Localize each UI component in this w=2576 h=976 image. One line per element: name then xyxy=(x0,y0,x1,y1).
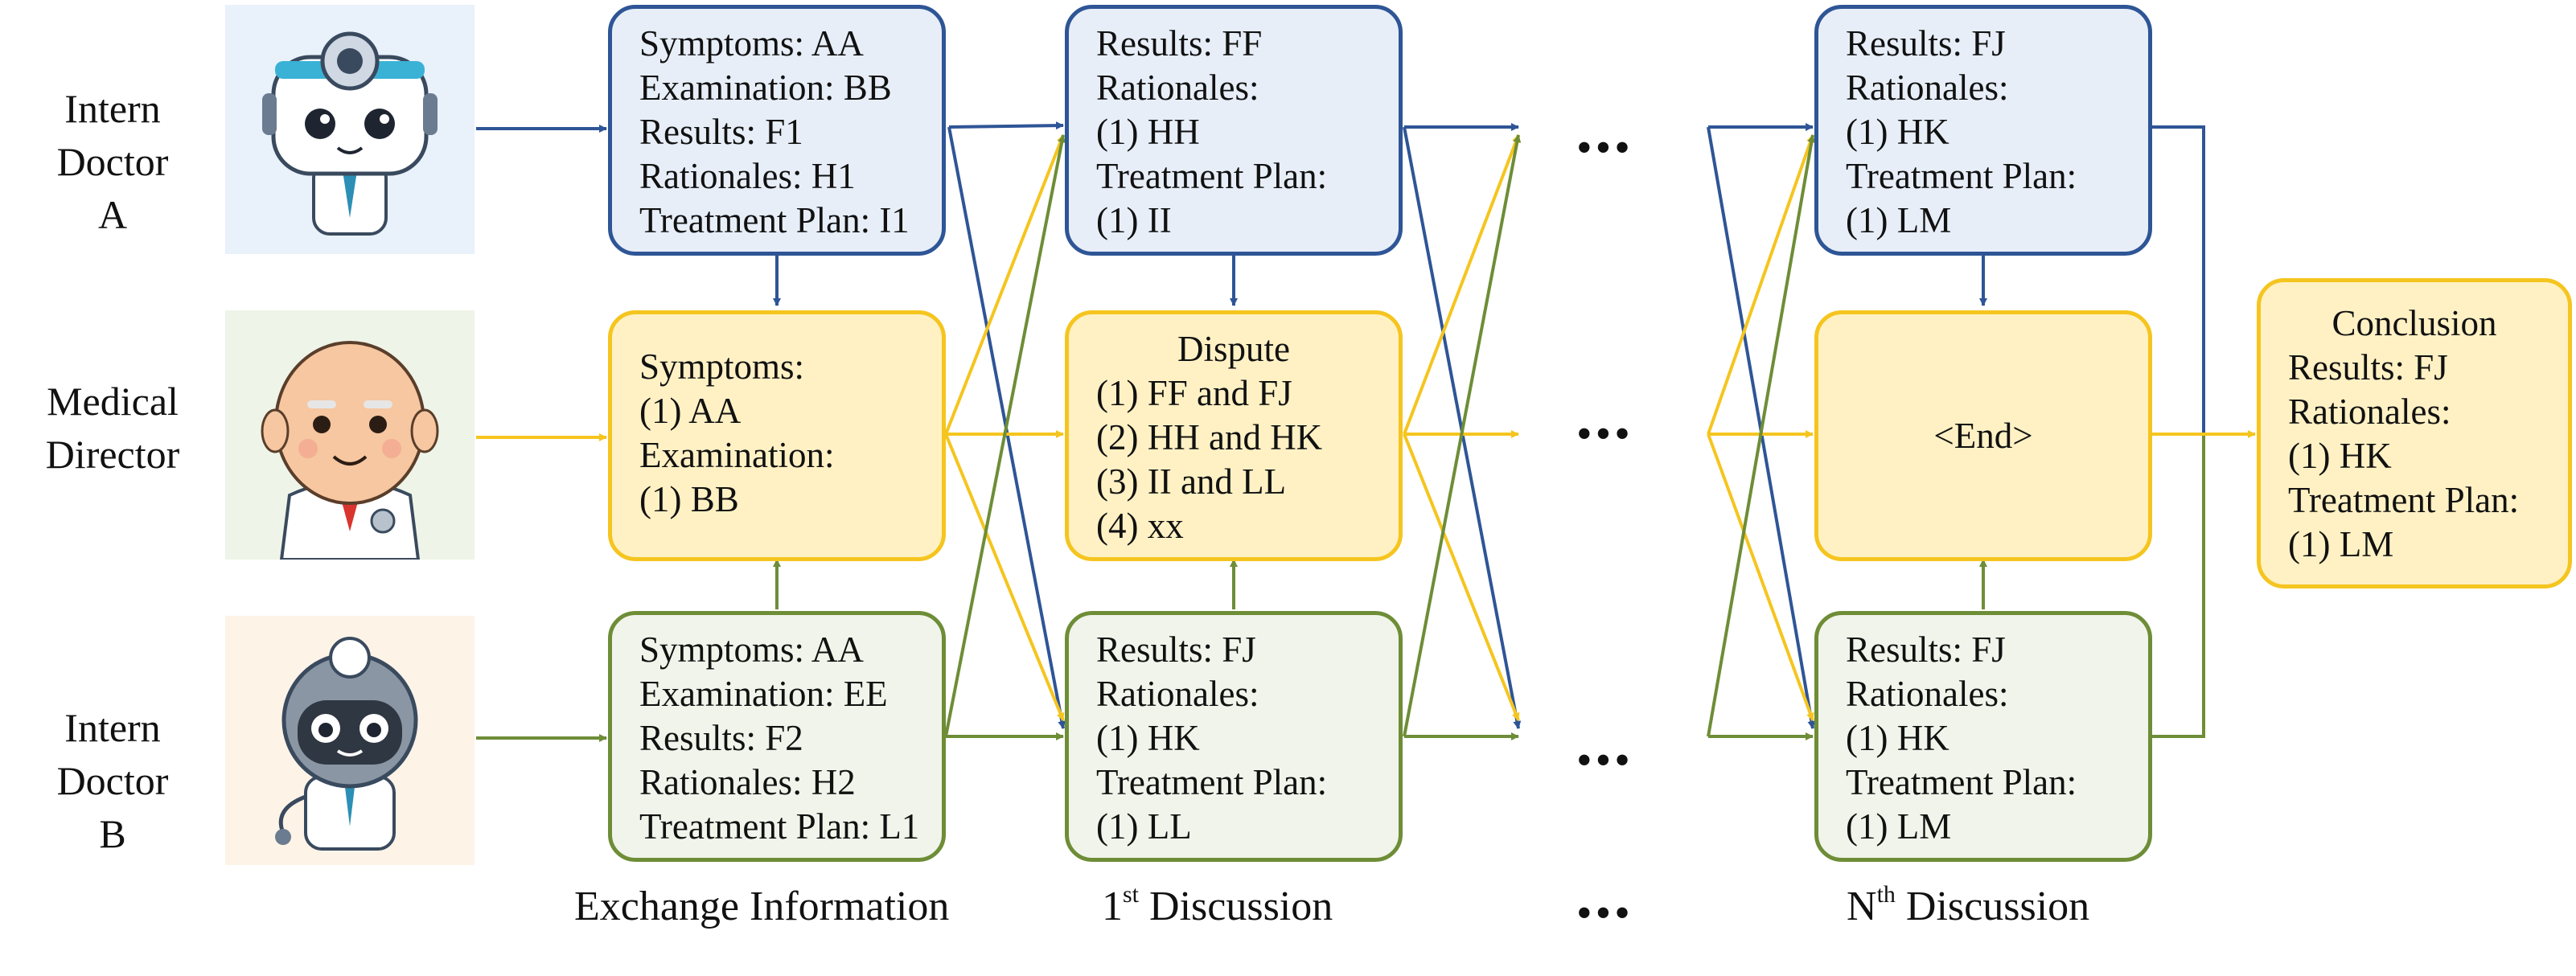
box-line: Symptoms: AA xyxy=(639,23,864,64)
box-line: Treatment Plan: xyxy=(1096,156,1328,196)
box-line: (3) II and LL xyxy=(1096,461,1287,502)
box-line: Treatment Plan: xyxy=(1846,156,2077,196)
box-line: Treatment Plan: L1 xyxy=(639,806,920,847)
box-line: (1) HH xyxy=(1096,112,1200,152)
box-line: Examination: BB xyxy=(639,68,892,108)
box-line: (1) HK xyxy=(1096,718,1200,758)
box-line: Treatment Plan: xyxy=(2288,480,2520,520)
box-line: Results: FJ xyxy=(2288,347,2448,388)
box-line: (1) FF and FJ xyxy=(1096,373,1292,413)
box-line: (1) II xyxy=(1096,200,1172,240)
box-line: Results: FJ xyxy=(1096,629,1256,670)
end-label: <End> xyxy=(1933,415,2033,456)
box-line: Rationales: xyxy=(2288,392,2451,432)
box-line: Rationales: H1 xyxy=(639,156,856,196)
conclusion-title: Conclusion xyxy=(2332,303,2497,343)
box-line: Treatment Plan: xyxy=(1096,762,1328,802)
conclusion-box: Conclusion Results: FJ Rationales: (1) H… xyxy=(2257,278,2572,588)
box-line: Results: F2 xyxy=(639,718,803,758)
ellipsis-top: ••• xyxy=(1576,123,1633,173)
box-line: Results: FJ xyxy=(1846,23,2006,64)
nth-intern-b-box: Results: FJ Rationales: (1) HK Treatment… xyxy=(1814,611,2152,862)
dispute-title: Dispute xyxy=(1177,329,1290,369)
box-line: Results: F1 xyxy=(639,112,803,152)
exchange-intern-b-box: Symptoms: AA Examination: EE Results: F2… xyxy=(608,611,946,862)
box-line: Results: FF xyxy=(1096,23,1263,64)
phase-nth-label: Discussion xyxy=(1895,884,2090,929)
ellipsis-middle: ••• xyxy=(1576,409,1633,459)
phase-exchange-information: Exchange Information xyxy=(574,884,950,929)
box-line: (1) LM xyxy=(1846,200,1952,240)
box-line: (1) AA xyxy=(639,391,742,431)
phase-nth-discussion: Nth Discussion xyxy=(1847,881,2089,933)
box-line: (1) LL xyxy=(1096,806,1192,847)
box-line: (1) BB xyxy=(639,479,739,519)
box-line: Rationales: H2 xyxy=(639,762,856,802)
ellipsis-bottom: ••• xyxy=(1576,736,1633,785)
nth-end-box: <End> xyxy=(1814,310,2152,561)
phase-nth-ordinal: th xyxy=(1876,881,1896,908)
box-line: (2) HH and HK xyxy=(1096,417,1323,457)
box-line: Rationales: xyxy=(1096,68,1259,108)
phase-nth-number: N xyxy=(1847,884,1877,929)
box-line: Treatment Plan: I1 xyxy=(639,200,910,240)
box-line: Examination: EE xyxy=(639,674,888,714)
phase-first-discussion: 1st Discussion xyxy=(1102,881,1333,933)
first-intern-b-box: Results: FJ Rationales: (1) HK Treatment… xyxy=(1065,611,1403,862)
ellipsis-phase: ••• xyxy=(1576,888,1633,938)
robot-doctor-stethoscope-icon xyxy=(225,616,475,865)
box-line: (1) HK xyxy=(1846,718,1949,758)
box-line: (1) HK xyxy=(1846,112,1949,152)
box-line: Rationales: xyxy=(1096,674,1259,714)
exchange-director-box: Symptoms: (1) AA Examination: (1) BB xyxy=(608,310,946,561)
box-line: Symptoms: xyxy=(639,347,805,387)
robot-doctor-head-mirror-icon xyxy=(225,5,475,254)
box-line: Rationales: xyxy=(1846,68,2009,108)
exchange-intern-a-box: Symptoms: AA Examination: BB Results: F1… xyxy=(608,5,946,256)
nth-intern-a-box: Results: FJ Rationales: (1) HK Treatment… xyxy=(1814,5,2152,256)
box-line: Treatment Plan: xyxy=(1846,762,2077,802)
phase-first-ordinal: st xyxy=(1123,881,1140,908)
first-intern-a-box: Results: FF Rationales: (1) HH Treatment… xyxy=(1065,5,1403,256)
box-line: Symptoms: AA xyxy=(639,629,864,670)
phase-first-label: Discussion xyxy=(1139,884,1333,929)
first-dispute-box: Dispute (1) FF and FJ (2) HH and HK (3) … xyxy=(1065,310,1403,561)
box-line: (1) LM xyxy=(2288,524,2394,564)
box-line: Results: FJ xyxy=(1846,629,2006,670)
box-line: (4) xx xyxy=(1096,506,1184,546)
phase-first-number: 1 xyxy=(1102,884,1123,929)
box-line: Examination: xyxy=(639,435,835,475)
box-line: Rationales: xyxy=(1846,674,2009,714)
bald-medical-director-icon xyxy=(225,310,475,560)
box-line: (1) LM xyxy=(1846,806,1952,847)
box-line: (1) HK xyxy=(2288,436,2392,476)
